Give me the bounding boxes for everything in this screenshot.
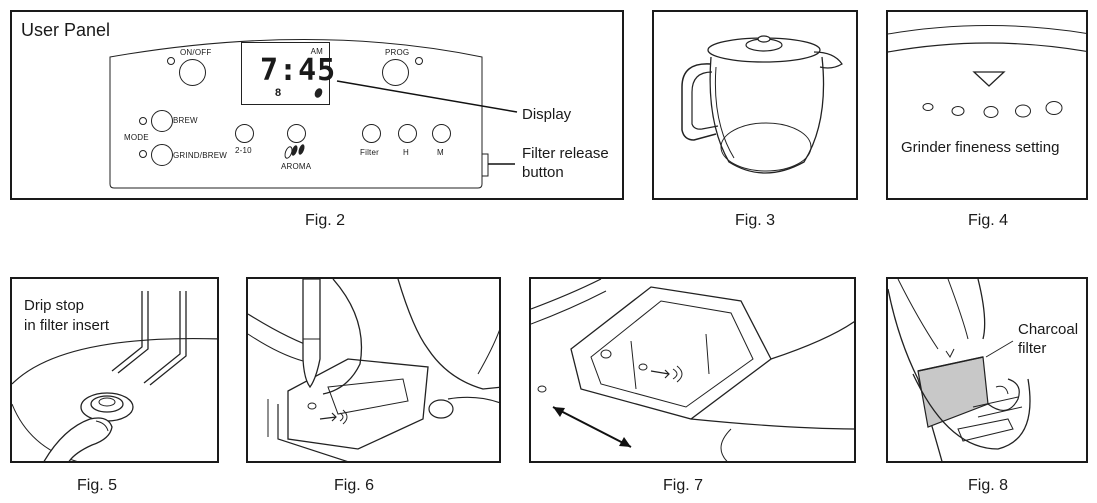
bean-icon xyxy=(313,86,324,100)
aroma-button[interactable] xyxy=(287,124,306,143)
fig7-caption: Fig. 7 xyxy=(662,477,703,494)
on-off-indicator-icon xyxy=(167,57,175,65)
fig4-caption: Fig. 4 xyxy=(967,212,1008,229)
display-cups: 8 xyxy=(275,87,282,99)
fig5-frame: Drip stop in filter insert xyxy=(10,277,219,463)
drip-stop-label-line2: in filter insert xyxy=(24,317,110,334)
grind-brew-button[interactable] xyxy=(151,144,173,166)
aroma-label: AROMA xyxy=(281,162,312,171)
filter-release-callout-line1: Filter release xyxy=(522,145,609,162)
grind-brew-label: GRIND/BREW xyxy=(173,151,227,160)
brew-button[interactable] xyxy=(151,110,173,132)
grinder-fineness-label: Grinder fineness setting xyxy=(901,139,1060,156)
fig7-frame xyxy=(529,277,856,463)
carafe-drawing xyxy=(681,35,843,174)
filter-drawer-slide-drawing xyxy=(531,279,854,461)
fig3-frame xyxy=(652,10,858,200)
fig6-frame xyxy=(246,277,501,463)
drip-stop-label-line1: Drip stop xyxy=(24,297,85,314)
brew-label: BREW xyxy=(173,116,198,125)
charcoal-filter-drawing xyxy=(888,279,1031,461)
hour-label: H xyxy=(403,148,409,157)
fig4-frame: Grinder fineness setting xyxy=(886,10,1088,200)
fig8-frame: Charcoal filter xyxy=(886,277,1088,463)
display-callout: Display xyxy=(522,106,572,123)
drip-stop-drawing xyxy=(12,291,217,461)
filter-release-press-drawing xyxy=(248,279,499,461)
display-ampm: AM xyxy=(310,47,323,56)
on-off-label: ON/OFF xyxy=(180,48,212,57)
filter-release-callout-line2: button xyxy=(522,164,564,181)
brew-indicator-icon xyxy=(139,117,147,125)
fig2-caption: Fig. 2 xyxy=(304,212,345,229)
prog-indicator-icon xyxy=(415,57,423,65)
filter-label: Filter xyxy=(360,148,379,157)
fig2-frame: User Panel ON/OFF AM 7:45 8 PROG BREW MO… xyxy=(10,10,624,200)
filter-button[interactable] xyxy=(362,124,381,143)
panel-title: User Panel xyxy=(21,20,111,40)
mode-label: MODE xyxy=(124,133,149,142)
hour-button[interactable] xyxy=(398,124,417,143)
cups-2-10-label: 2-10 xyxy=(235,146,252,155)
fig5-caption: Fig. 5 xyxy=(76,477,117,494)
charcoal-filter-label-line1: Charcoal xyxy=(1018,321,1079,338)
charcoal-filter-label-line2: filter xyxy=(1018,340,1047,357)
prog-button[interactable] xyxy=(382,59,409,86)
prog-label: PROG xyxy=(385,48,410,57)
control-panel-drawing xyxy=(109,39,518,189)
minute-button[interactable] xyxy=(432,124,451,143)
grind-brew-indicator-icon xyxy=(139,150,147,158)
aroma-beans-icon xyxy=(282,143,307,160)
cups-2-10-button[interactable] xyxy=(235,124,254,143)
grinder-dial-drawing xyxy=(888,25,1086,118)
minute-label: M xyxy=(437,148,444,157)
display-time: 7:45 xyxy=(260,53,337,88)
fig8-caption: Fig. 8 xyxy=(967,477,1008,494)
lcd-display: AM 7:45 8 xyxy=(241,42,335,105)
fig3-caption: Fig. 3 xyxy=(734,212,775,229)
on-off-button[interactable] xyxy=(179,59,206,86)
fig6-caption: Fig. 6 xyxy=(333,477,374,494)
